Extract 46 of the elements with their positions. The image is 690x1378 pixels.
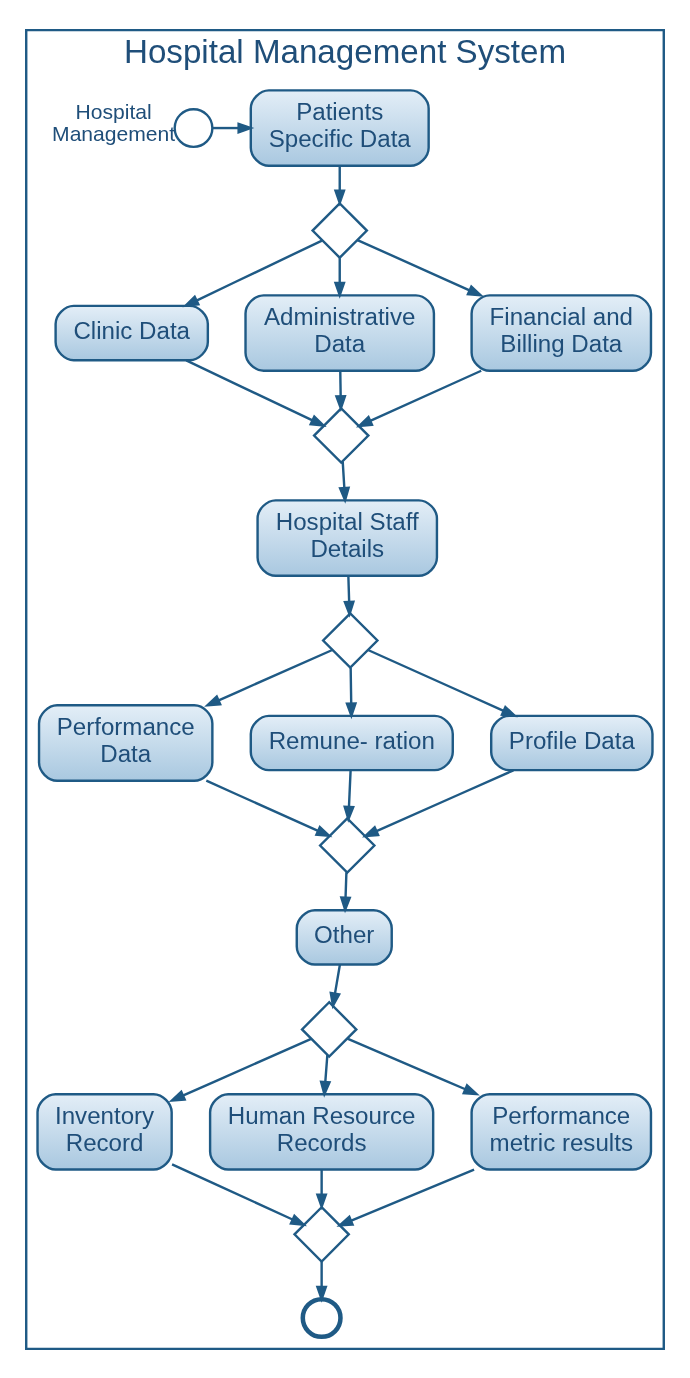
node-diamond [318, 816, 377, 874]
arrow [205, 779, 333, 837]
node-box: Performance Data [37, 703, 214, 782]
arrow [315, 1261, 328, 1303]
arrow [338, 461, 351, 504]
arrow [334, 370, 347, 412]
arrow [204, 648, 333, 707]
node-box: Hospital Staff Details [256, 498, 439, 577]
node-box: Patients Specific Data [249, 88, 430, 167]
arrow [185, 358, 327, 427]
node-label: Hospital Management [52, 99, 176, 145]
node-diamond [310, 201, 369, 259]
arrow [315, 1169, 328, 1210]
arrow [343, 575, 356, 618]
node-box: Clinic Data [54, 304, 210, 361]
arrow [345, 667, 358, 719]
arrow [171, 1162, 307, 1226]
node-box: Inventory Record [36, 1092, 173, 1171]
node-circle [300, 1296, 343, 1339]
node-box: Remune- ration [249, 714, 454, 771]
arrow [182, 238, 323, 307]
arrow [343, 770, 355, 823]
node-box: Other [295, 908, 393, 966]
arrow [212, 121, 255, 134]
node-box: Performance metric results [470, 1092, 653, 1171]
node-box: Human Resource Records [208, 1092, 435, 1171]
node-circle [173, 107, 214, 148]
arrow [339, 871, 352, 913]
arrow [319, 1054, 332, 1098]
arrow [357, 238, 484, 297]
arrow [336, 1167, 475, 1227]
node-diamond [321, 611, 380, 669]
arrow [333, 165, 346, 206]
arrow [355, 369, 482, 427]
node-box: Profile Data [490, 714, 654, 771]
arrow [333, 257, 346, 299]
arrow [168, 1037, 312, 1102]
arrow [329, 963, 342, 1009]
arrow [346, 1037, 480, 1095]
node-diamond [292, 1205, 351, 1263]
node-diamond [300, 1000, 358, 1058]
node-box: Administrative Data [244, 293, 436, 372]
node-box: Financial and Billing Data [470, 293, 653, 372]
node-diamond [312, 406, 371, 464]
arrow [362, 768, 514, 837]
arrow [367, 648, 518, 717]
